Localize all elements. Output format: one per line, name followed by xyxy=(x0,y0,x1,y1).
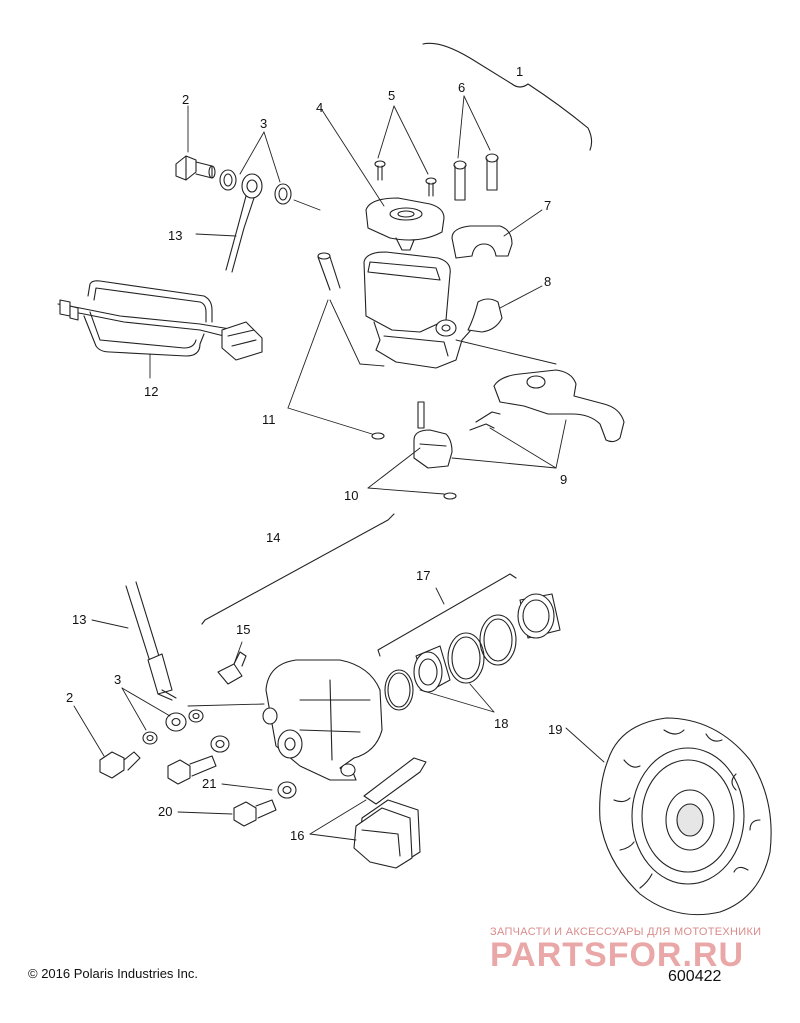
brake-pad-retaining-clip xyxy=(363,757,427,805)
clamp-bolts xyxy=(453,153,499,201)
callout-3-bottom: 3 xyxy=(114,672,121,687)
bracket-17 xyxy=(377,573,517,657)
callout-7: 7 xyxy=(544,198,551,213)
callout-10: 10 xyxy=(344,488,358,503)
callout-numbers: 1 2 3 4 5 6 7 8 9 10 11 12 13 14 15 17 1… xyxy=(66,64,567,843)
copyright-notice: © 2016 Polaris Industries Inc. xyxy=(28,966,198,981)
callout-13-top: 13 xyxy=(168,228,182,243)
banjo-fitting-top xyxy=(237,173,263,229)
callout-20: 20 xyxy=(158,804,172,819)
callout-13-bottom: 13 xyxy=(72,612,86,627)
callout-4: 4 xyxy=(316,100,323,115)
callout-11: 11 xyxy=(262,412,276,427)
crush-washers-top xyxy=(219,169,292,205)
brake-disc xyxy=(599,717,772,916)
callout-1: 1 xyxy=(516,64,523,79)
leader-lines xyxy=(73,95,605,841)
callout-16: 16 xyxy=(290,828,304,843)
watermark-logo: PARTSFOR.RU xyxy=(490,936,745,974)
callout-3-top: 3 xyxy=(260,116,267,131)
brake-switch-harness xyxy=(57,280,263,361)
brake-pads xyxy=(353,799,421,869)
bracket-assembly-14 xyxy=(201,513,395,625)
callout-19: 19 xyxy=(548,722,562,737)
banjo-bolt-bottom xyxy=(99,751,141,779)
caliper-piston-seals xyxy=(384,614,517,711)
crush-washers-bottom xyxy=(142,709,204,745)
caliper-mount-bolt-upper xyxy=(167,755,217,785)
watermark-tagline: ЗАПЧАСТИ И АКСЕССУАРЫ ДЛЯ МОТОТЕХНИКИ xyxy=(490,926,762,938)
banjo-fitting-bottom xyxy=(165,712,187,732)
bracket-assembly-1 xyxy=(422,42,593,151)
callout-9: 9 xyxy=(560,472,567,487)
callout-18: 18 xyxy=(494,716,508,731)
callout-6: 6 xyxy=(458,80,465,95)
brake-line-top xyxy=(225,225,245,273)
handlebar-clamp-upper xyxy=(451,225,513,259)
brake-caliper xyxy=(262,659,383,781)
callout-17: 17 xyxy=(416,568,430,583)
callout-12: 12 xyxy=(144,384,158,399)
pivot-pin xyxy=(317,252,385,440)
callout-2-bottom: 2 xyxy=(66,690,73,705)
banjo-bolt-top xyxy=(175,155,216,181)
callout-15: 15 xyxy=(236,622,250,637)
brake-light-switch xyxy=(413,401,457,500)
callout-2-top: 2 xyxy=(182,92,189,107)
callout-8: 8 xyxy=(544,274,551,289)
brake-lever xyxy=(469,369,625,443)
caliper-washers xyxy=(210,735,297,799)
caliper-piston-front xyxy=(413,645,451,693)
caliper-piston-rear xyxy=(517,593,561,639)
brake-line-bottom xyxy=(125,581,177,701)
bleeder-valve xyxy=(217,651,247,685)
figure-id: 600422 xyxy=(668,968,722,985)
caliper-mount-bolt-lower xyxy=(233,799,277,827)
callout-14: 14 xyxy=(266,530,280,545)
callout-5: 5 xyxy=(388,88,395,103)
reservoir-cover xyxy=(365,197,445,251)
handlebar-clamp-lower xyxy=(467,298,503,333)
reservoir-cover-screws xyxy=(374,160,437,197)
callout-21: 21 xyxy=(202,776,216,791)
